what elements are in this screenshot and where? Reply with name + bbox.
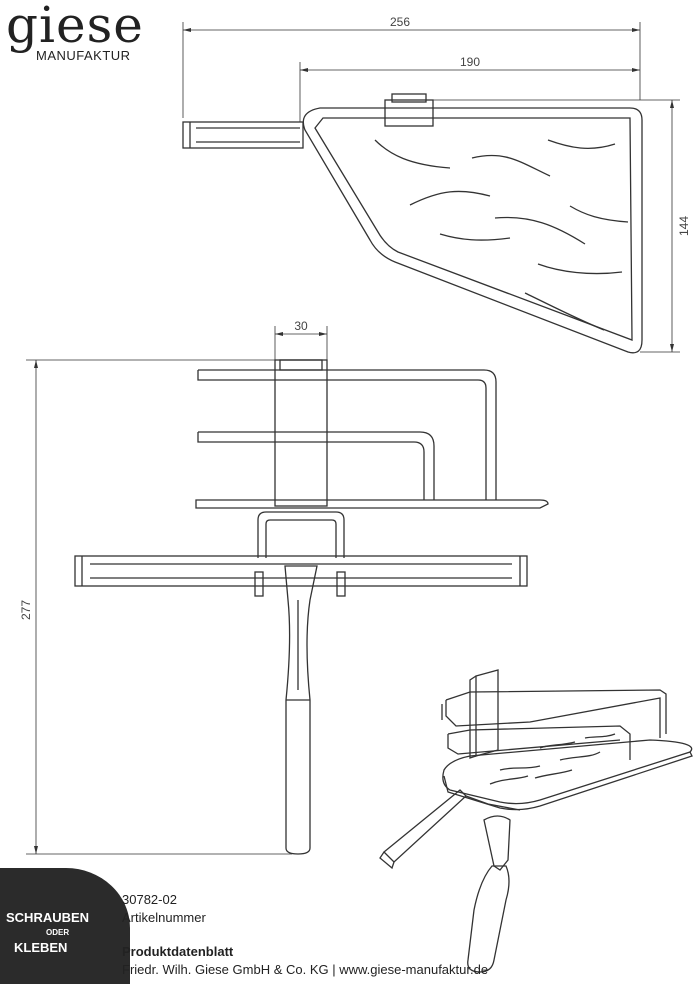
- badge-line-2: ODER: [46, 928, 70, 937]
- dim-total-width: 256: [390, 15, 410, 29]
- dim-height: 277: [19, 600, 33, 620]
- dim-basket-width: 190: [460, 55, 480, 69]
- dim-depth: 144: [677, 216, 691, 236]
- article-number: 30782-02: [122, 892, 177, 907]
- company-line: Friedr. Wilh. Giese GmbH & Co. KG | www.…: [122, 962, 489, 977]
- isometric-view: [379, 669, 693, 973]
- mounting-badge: SCHRAUBEN ODER KLEBEN: [0, 868, 130, 984]
- dim-mount-width: 30: [294, 319, 308, 333]
- article-number-label: Artikelnummer: [122, 910, 206, 925]
- top-view: [182, 22, 680, 354]
- badge-line-1: SCHRAUBEN: [6, 910, 90, 925]
- badge-line-3: KLEBEN: [14, 940, 68, 955]
- logo-subtitle: MANUFAKTUR: [36, 48, 131, 63]
- brand-logo: giese MANUFAKTUR: [6, 0, 144, 63]
- front-view: [26, 326, 549, 855]
- logo-wordmark: giese: [6, 0, 144, 54]
- sheet-title: Produktdatenblatt: [122, 944, 234, 959]
